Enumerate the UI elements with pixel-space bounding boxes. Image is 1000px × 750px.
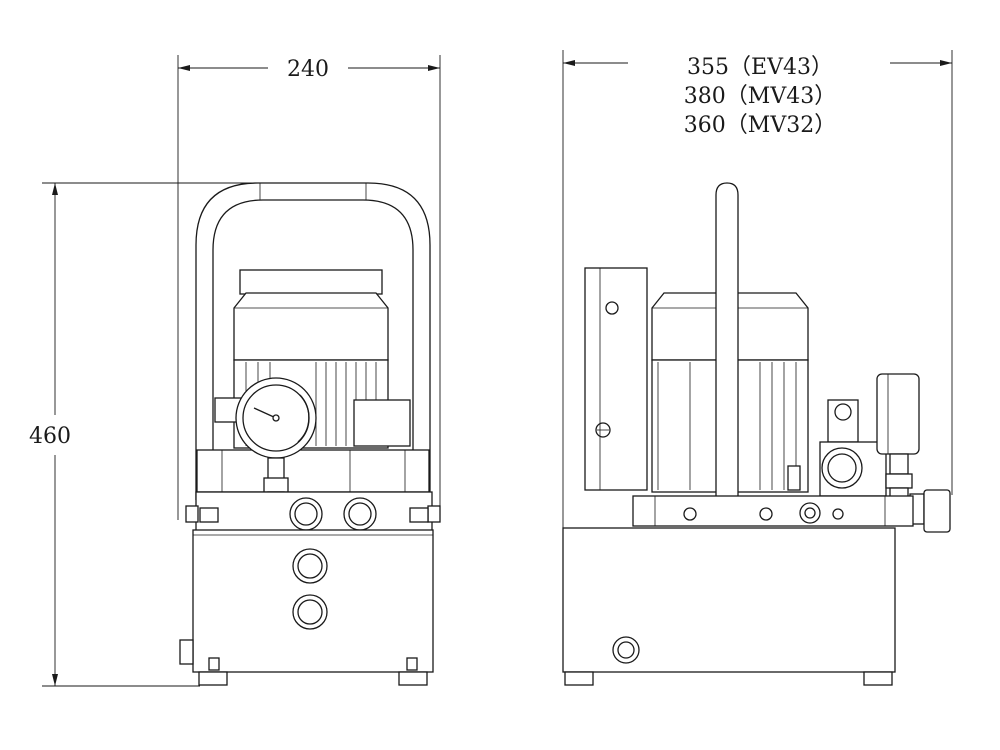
motor-fins bbox=[245, 362, 377, 446]
dimension-front-width: 240 bbox=[177, 55, 441, 520]
front-foot-left bbox=[198, 671, 228, 686]
front-handle bbox=[195, 182, 431, 500]
side-motor-fins bbox=[657, 362, 797, 490]
side-outlet-fitting bbox=[923, 489, 951, 533]
side-pressure-gauge bbox=[876, 373, 920, 455]
side-width-mv32-label: 360（MV32） bbox=[684, 113, 836, 138]
motor-cap bbox=[239, 269, 383, 295]
dimension-side-width: 355（EV43） 380（MV43） 360（MV32） bbox=[562, 50, 953, 530]
side-foot-right bbox=[863, 671, 893, 686]
side-rear-plate bbox=[584, 267, 648, 491]
front-width-label: 240 bbox=[287, 57, 329, 82]
side-foot-left bbox=[564, 671, 594, 686]
side-view bbox=[562, 182, 951, 686]
side-width-ev43-label: 355（EV43） bbox=[687, 55, 833, 80]
front-view bbox=[179, 182, 441, 686]
side-handle bbox=[715, 182, 739, 506]
side-reservoir bbox=[562, 527, 896, 673]
front-height-label: 460 bbox=[29, 424, 71, 449]
front-foot-right bbox=[398, 671, 428, 686]
side-width-mv43-label: 380（MV43） bbox=[684, 84, 836, 109]
